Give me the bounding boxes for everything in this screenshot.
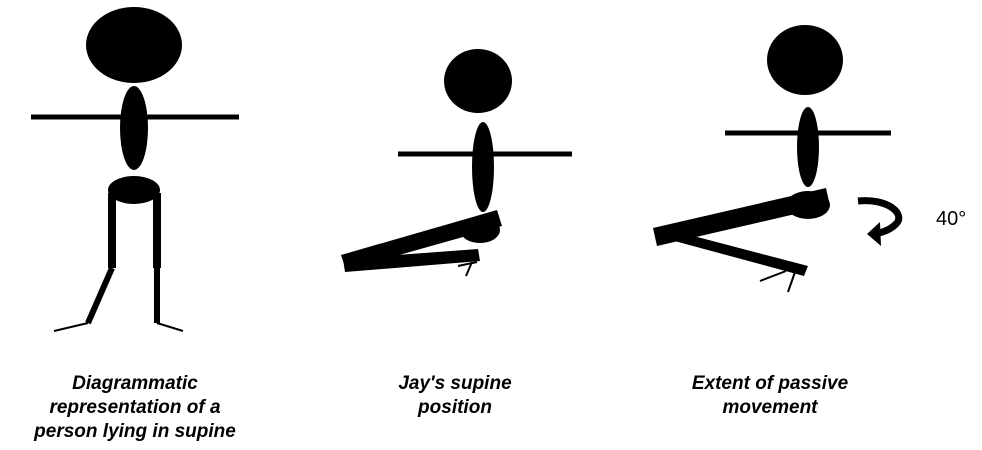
jay-head	[444, 49, 512, 113]
passive-toe	[788, 272, 795, 292]
caption-line: Extent of passive	[660, 372, 880, 396]
reference-left-foot	[54, 323, 88, 331]
reference-left-shin	[88, 268, 112, 323]
caption-jay: Jay's supine position	[360, 372, 550, 420]
passive-head	[767, 25, 843, 95]
caption-line: Diagrammatic	[10, 372, 260, 396]
reference-right-foot	[157, 323, 183, 331]
reference-head	[86, 7, 182, 83]
caption-line: person lying in supine	[10, 420, 260, 444]
jay-figure	[341, 49, 572, 276]
angle-label: 40°	[936, 208, 966, 231]
reference-torso	[120, 86, 148, 170]
jay-torso	[472, 122, 494, 212]
caption-line: representation of a	[10, 396, 260, 420]
jay-foot	[458, 262, 477, 266]
caption-line: Jay's supine	[360, 372, 550, 396]
reference-figure	[31, 7, 239, 331]
passive-torso	[797, 107, 819, 187]
caption-passive: Extent of passive movement	[660, 372, 880, 420]
passive-foot	[760, 271, 786, 281]
caption-reference: Diagrammatic representation of a person …	[10, 372, 260, 444]
caption-line: movement	[660, 396, 880, 420]
caption-line: position	[360, 396, 550, 420]
rotation-arrow-icon	[858, 201, 899, 246]
passive-figure	[653, 25, 899, 292]
passive-lower-leg	[656, 228, 808, 276]
